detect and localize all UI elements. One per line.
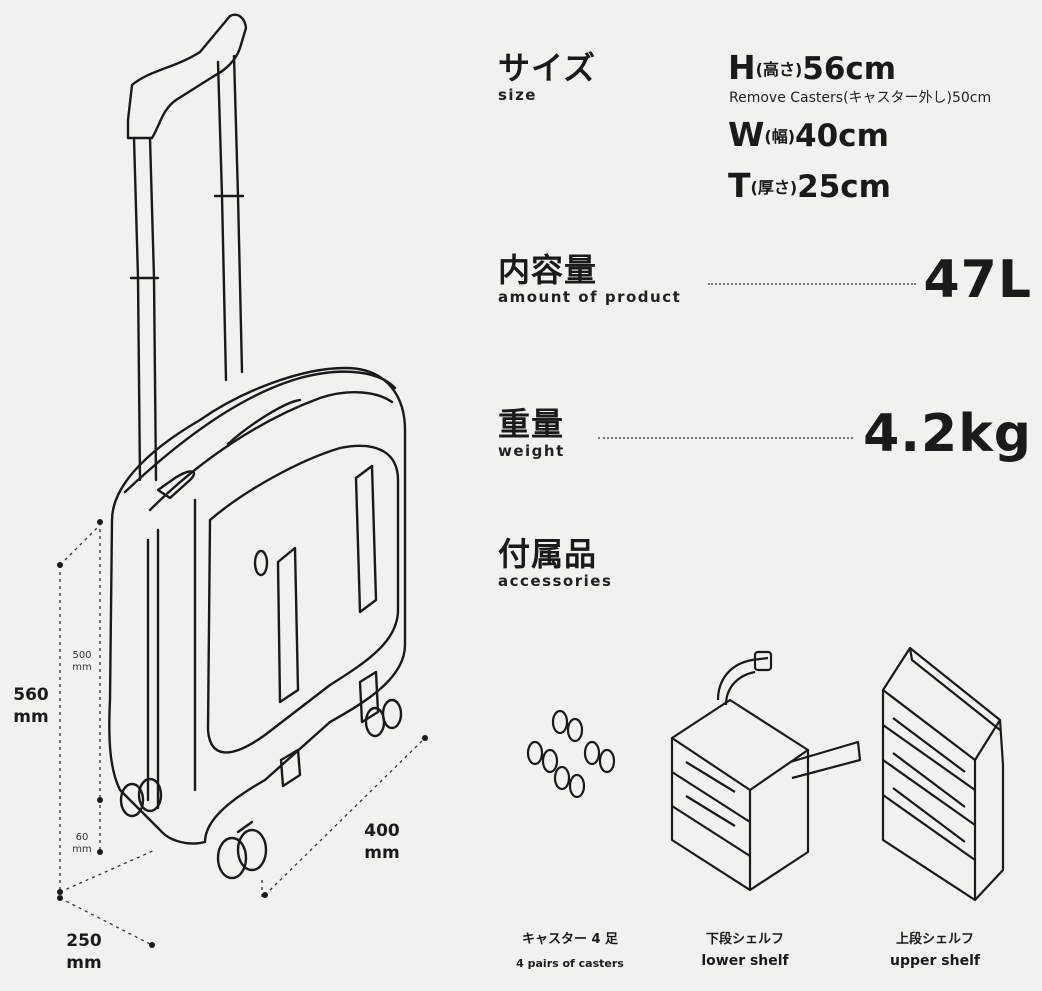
height-total-value: 560 [13, 685, 49, 705]
depth-label: 250 mm [58, 930, 110, 974]
weight-title-jp: 重量 [498, 405, 565, 443]
size-width-row: W(幅)40cm [728, 117, 889, 155]
size-heading: サイズ size [498, 50, 596, 104]
upper-shelf-icon [881, 646, 1005, 902]
height-body-unit: mm [72, 662, 92, 673]
accessory-lower-shelf-en: lower shelf [701, 953, 789, 969]
caster-front-left [216, 820, 268, 880]
capacity-leader-line [708, 283, 916, 285]
case-front [108, 366, 407, 845]
size-thickness-row: T(厚さ)25cm [728, 168, 891, 206]
accessory-lower-shelf-caption: 下段シェルフ lower shelf [680, 928, 810, 969]
caster-height-value: 60 [75, 832, 89, 843]
front-panel [206, 444, 400, 754]
handle-grip [126, 13, 248, 140]
accessories-title-jp: 付属品 [498, 535, 598, 573]
size-title-jp: サイズ [498, 49, 597, 87]
thickness-value: 25cm [797, 169, 891, 205]
height-letter: H [728, 48, 756, 87]
capacity-value: 47L [923, 250, 1032, 310]
accessory-casters-en: 4 pairs of casters [516, 957, 624, 970]
width-label: 400 mm [356, 820, 408, 864]
weight-title-en: weight [498, 442, 565, 460]
size-title-en: size [498, 86, 537, 104]
accessories-heading: 付属品 accessories [498, 536, 612, 590]
thickness-paren: (厚さ) [750, 178, 798, 197]
height-body-value: 500 [72, 650, 92, 661]
caster-back-left [119, 777, 163, 818]
height-total-unit: mm [13, 707, 49, 727]
accessories-title-en: accessories [498, 572, 613, 590]
accessory-upper-shelf-en: upper shelf [890, 953, 980, 969]
remove-casters-note: Remove Casters(キャスター外し)50cm [729, 90, 992, 106]
accessory-upper-shelf-caption: 上段シェルフ upper shelf [870, 928, 1000, 969]
width-spec-value: 40cm [795, 118, 889, 154]
capacity-title-jp: 内容量 [498, 251, 598, 289]
handle-rail-right [213, 54, 245, 382]
capacity-title-en: amount of product [498, 288, 682, 306]
width-paren: (幅) [764, 127, 796, 146]
accessory-upper-shelf-jp: 上段シェルフ [895, 932, 974, 947]
height-total-label: 560 mm [6, 684, 56, 728]
height-value: 56cm [802, 51, 897, 87]
height-body-label: 500 mm [66, 650, 98, 674]
depth-unit: mm [66, 953, 102, 973]
caster-height-unit: mm [72, 844, 92, 855]
thickness-letter: T [728, 166, 751, 205]
width-unit: mm [364, 843, 400, 863]
width-letter: W [728, 115, 765, 154]
handle-rail-left [129, 136, 160, 482]
weight-heading: 重量 weight [498, 406, 565, 460]
accessory-casters-jp: キャスター 4 足 [521, 932, 619, 947]
weight-leader-line [598, 437, 853, 439]
accessory-casters-caption: キャスター 4 足 4 pairs of casters [500, 928, 640, 970]
accessory-lower-shelf-jp: 下段シェルフ [705, 932, 784, 947]
weight-value: 4.2kg [863, 404, 1032, 464]
capacity-heading: 内容量 amount of product [498, 252, 681, 306]
casters-icon [526, 709, 616, 799]
lower-shelf-icon [670, 650, 862, 892]
width-value: 400 [364, 821, 400, 841]
size-height-row: H(高さ)56cm [728, 50, 896, 88]
height-paren: (高さ) [755, 60, 803, 79]
caster-back-right [364, 698, 403, 738]
caster-height-label: 60 mm [66, 832, 98, 856]
depth-value: 250 [66, 931, 102, 951]
